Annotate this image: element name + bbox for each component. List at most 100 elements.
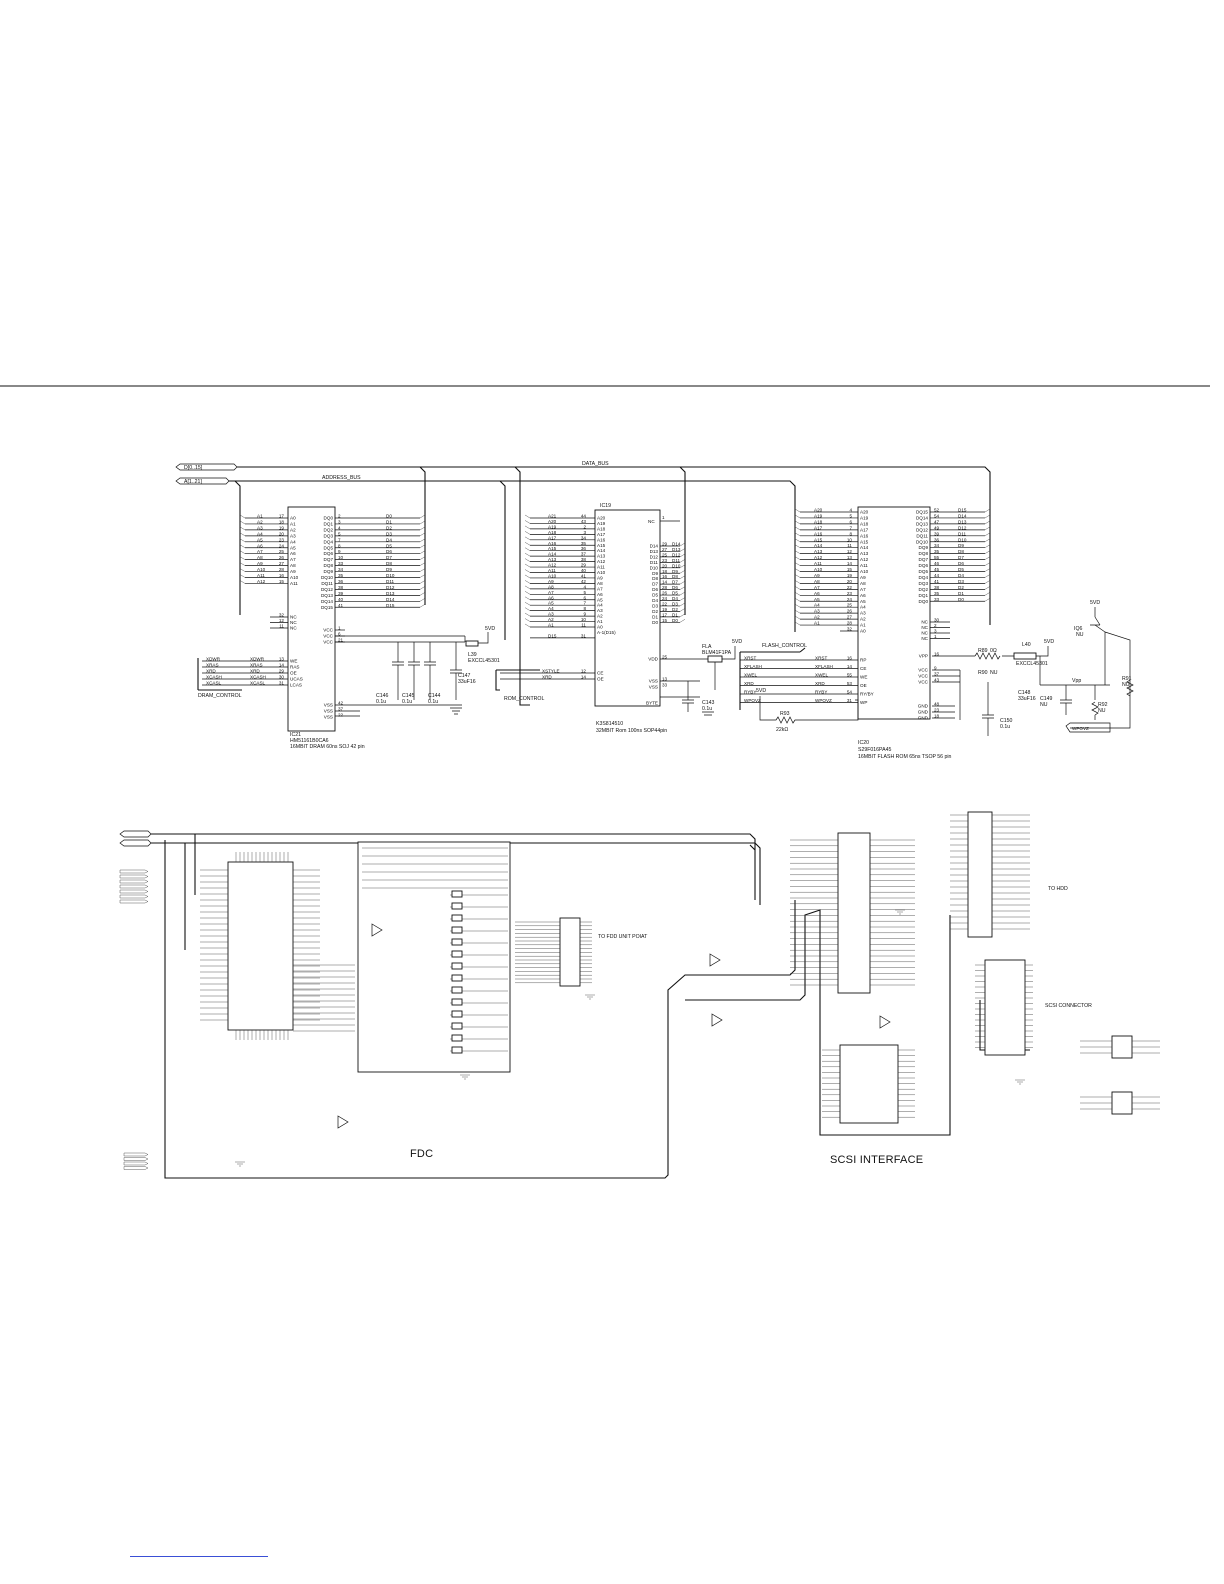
ic21-addr-name: A8 xyxy=(290,563,296,568)
ic21-vss-pin: 22 xyxy=(338,713,344,718)
vpp-label: Vpp xyxy=(1072,678,1081,684)
ic21-ctrl-pin: 30 xyxy=(279,675,285,680)
ic20-addr-pin: 15 xyxy=(847,567,853,572)
ic20-dq-pin: 54 xyxy=(934,513,940,518)
ic20-ctrl-pin: 14 xyxy=(847,664,853,669)
ic19-addr-entry xyxy=(524,563,531,568)
ic21-dq-pin: 36 xyxy=(338,579,344,584)
ic19-addr-entry xyxy=(524,612,531,617)
ic19-data-pin: 14 xyxy=(662,580,668,585)
ic21-dq-entry xyxy=(419,556,426,560)
ic19-data-net: D12 xyxy=(672,552,681,557)
l40-inductor xyxy=(1013,652,1037,660)
buffer-resistor xyxy=(451,938,463,946)
ic19-addr-pin: 2 xyxy=(583,524,586,529)
ic19-addr-pin: 38 xyxy=(581,557,587,562)
ic21-addr-entry xyxy=(239,520,246,525)
dram-vcc-rail xyxy=(335,635,466,643)
ic21-addr-name: A5 xyxy=(290,545,296,550)
ic21-addr-net: A9 xyxy=(257,561,263,566)
ic19-addr-net: A4 xyxy=(548,606,554,611)
ic20-addr-net: A9 xyxy=(814,573,820,578)
ic20-dq-pin: 36 xyxy=(934,537,940,542)
ic20-addr-entry xyxy=(794,580,801,584)
ic20-addr-entry xyxy=(794,544,801,548)
l40-part: EXCCL45301 xyxy=(1016,661,1048,667)
ic21-ctrl-net: XRAS xyxy=(206,663,219,668)
ic19-addr-pin: 44 xyxy=(581,514,587,519)
to-fdd-label: TO FDD UNIT POIAT xyxy=(598,934,648,940)
ic20-dq-name: DQ1 xyxy=(919,593,929,598)
c147-ref: C147 xyxy=(458,673,471,679)
ic20-ctrl-pin: 31 xyxy=(847,698,853,703)
ic21-ctrl-pin-name: OE xyxy=(290,671,297,676)
ic21-addr-net: A3 xyxy=(257,525,263,530)
ic20-addr-entry xyxy=(794,508,801,513)
scsi-ic-1 xyxy=(837,832,871,994)
ic19-data-name: D14 xyxy=(650,544,659,549)
ic19-addr-net: A21 xyxy=(548,514,557,519)
fdd-buffer-box xyxy=(357,841,511,1073)
q6-supply: 5VD xyxy=(1090,600,1100,606)
ic21-dq-name: DQ10 xyxy=(321,575,333,580)
ic20-ctrl-pin-name: WP xyxy=(860,700,867,705)
ic20-addr-entry xyxy=(794,514,801,519)
ic19-addr-pin: 35 xyxy=(581,541,587,546)
ic21-addr-name: A1 xyxy=(290,521,296,526)
ic20-addr-pin: 10 xyxy=(847,537,853,542)
ic19-addr-net: A8 xyxy=(548,584,554,589)
ic19-addr-entry xyxy=(524,596,531,600)
ic19-addr-entry xyxy=(524,574,531,579)
q6-ref: IQ6 xyxy=(1074,626,1082,632)
ic21-addr-pin: 16 xyxy=(279,573,285,578)
buffer-resistor xyxy=(451,914,463,922)
ic21-dq-net: D10 xyxy=(386,573,395,578)
ic19-data-entry xyxy=(679,580,686,585)
ic21-addr-pin: 17 xyxy=(279,514,285,519)
ic21-addr-pin: 18 xyxy=(279,519,285,524)
ic20-ctrl-pin-name: RP xyxy=(860,658,866,663)
ic20-ctrl-pin-name: OE xyxy=(860,683,867,688)
ic19-addr-entry xyxy=(524,580,531,584)
ic20-dq-pin: 35 xyxy=(934,591,940,596)
ground-symbol xyxy=(895,909,905,915)
bottom-bus-lines xyxy=(151,833,761,950)
wpovz-port xyxy=(1065,722,1111,733)
ic20-addr-name: A20 xyxy=(860,510,869,515)
ic20-addr-entry xyxy=(794,568,801,572)
ic21-dq-name: DQ9 xyxy=(324,569,334,574)
ic19-data-pin: 26 xyxy=(662,591,668,596)
ic20-pwr-name: VPP xyxy=(919,654,928,659)
fla-wire xyxy=(660,646,736,716)
ic20-dq-net: D7 xyxy=(958,555,964,560)
ic20-pwr-name: VCC xyxy=(918,668,928,673)
l40-supply: 5VD xyxy=(1044,639,1054,645)
ic21-dq-net: D4 xyxy=(386,537,392,542)
l40-ref: L40 xyxy=(1022,642,1031,648)
ic19-addr-name: A5 xyxy=(597,597,603,602)
ic20-dq-entry xyxy=(984,592,991,596)
ic20-ctrl-ext-net: XFLASH xyxy=(744,664,762,669)
ic21-vcc-name: VCC xyxy=(323,640,333,645)
ic19-addr-entry xyxy=(524,552,531,557)
ic21-ctrl-net: XCASH xyxy=(206,675,222,680)
ic19-data-entry xyxy=(679,602,686,607)
ic19-addr-pin: 11 xyxy=(581,623,586,628)
r93-resistor xyxy=(759,696,859,724)
ic21-addr-pin: 15 xyxy=(279,579,285,584)
ic21-addr-name: A6 xyxy=(290,551,296,556)
ic20-dq-pin: 34 xyxy=(934,543,940,548)
ic21-ctrl-net: XCASL xyxy=(206,681,222,686)
footer-rule xyxy=(130,1556,268,1557)
ic19-addr-name: A19 xyxy=(597,521,606,526)
ic-small-2 xyxy=(1111,1091,1133,1115)
ic20-dq-name: DQ15 xyxy=(916,510,928,515)
ic19-addr-pin: 41 xyxy=(581,573,587,578)
fdc-scsi-schematic: FDC SCSI INTERFACE TO FDD UNIT POIAT TO … xyxy=(119,811,1160,1179)
ic21-dq-entry xyxy=(419,538,426,542)
ic21-dq-net: D7 xyxy=(386,555,392,560)
ic21-addr-net: A2 xyxy=(257,519,263,524)
buffer-resistor xyxy=(451,986,463,994)
flash-control-bus xyxy=(739,647,806,710)
